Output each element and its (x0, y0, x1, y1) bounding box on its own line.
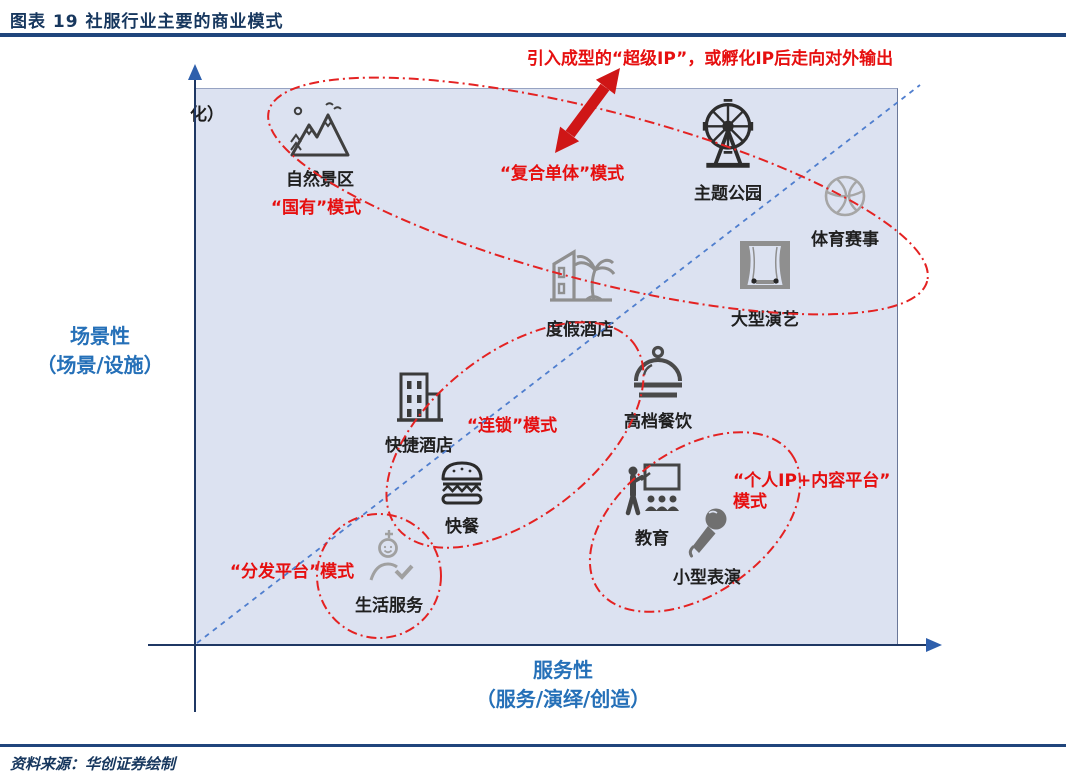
item-natural-scenic-area: 自然景区 (286, 98, 354, 190)
item-label: 体育赛事 (811, 230, 879, 250)
item-fast-food: 快餐 (438, 457, 486, 537)
bottom-divider (0, 744, 1066, 747)
item-label: 主题公园 (694, 184, 762, 204)
y-axis-label-line2: （场景/设施） (36, 353, 164, 377)
microphone-icon (684, 506, 730, 558)
item-resort-hotel: 度假酒店 (542, 240, 618, 340)
item-label: 高档餐饮 (624, 412, 692, 432)
item-label: 快捷酒店 (385, 436, 453, 456)
mode-label-distribution-platform: “分发平台”模式 (229, 562, 355, 582)
basketball-icon (821, 172, 869, 220)
mode-label-state-owned: “国有”模式 (270, 198, 362, 218)
item-express-hotel: 快捷酒店 (385, 368, 453, 456)
y-axis-arrowhead (188, 64, 202, 80)
hotel-building-icon (391, 368, 447, 426)
item-life-services: 生活服务 (355, 528, 423, 616)
item-label: 自然景区 (286, 170, 354, 190)
x-axis-arrowhead (926, 638, 942, 652)
title-divider (0, 33, 1066, 37)
y-axis-label-line1: 场景性 (70, 324, 130, 348)
stage-curtain-icon (734, 230, 796, 300)
x-axis-label-line1: 服务性 (532, 658, 593, 682)
y-axis-label: 场景性 （场景/设施） (36, 322, 163, 380)
item-fine-dining: 高档餐饮 (624, 338, 692, 432)
mode-label-chain: “连锁”模式 (466, 416, 558, 436)
item-label: 教育 (635, 529, 669, 549)
mode-label-personal-ip-line1: “个人IP+内容平台” (733, 471, 891, 491)
mode-label-compound-unit: “复合单体”模式 (499, 164, 625, 184)
person-service-icon (363, 528, 415, 586)
x-axis-label-line2: （服务/演绎/创造） (475, 687, 651, 711)
corner-partial-label: 化） (190, 105, 224, 125)
item-sports-events: 体育赛事 (811, 172, 879, 250)
x-axis-label: 服务性 （服务/演绎/创造） (476, 656, 651, 714)
super-ip-annotation: 引入成型的“超级IP”，或孵化IP后走向对外输出 (526, 49, 894, 69)
cloche-icon (627, 338, 689, 402)
ferris-wheel-icon (693, 96, 763, 174)
mountain-icon (288, 98, 352, 160)
item-label: 小型表演 (673, 568, 741, 588)
item-small-performance: 小型表演 (673, 506, 741, 588)
mode-label-personal-ip-line2: 模式 (733, 492, 767, 512)
burger-icon (438, 457, 486, 507)
item-theme-park: 主题公园 (693, 96, 763, 204)
mode-label-personal-ip: “个人IP+内容平台” 模式 (733, 471, 890, 513)
figure-title: 图表 19 社服行业主要的商业模式 (10, 12, 284, 32)
resort-palm-hotel-icon (542, 240, 618, 310)
source-note: 资料来源：华创证券绘制 (10, 755, 176, 773)
item-label: 度假酒店 (546, 320, 614, 340)
item-label: 快餐 (445, 517, 479, 537)
item-label: 大型演艺 (731, 310, 799, 330)
item-label: 生活服务 (355, 596, 423, 616)
item-large-performance: 大型演艺 (731, 230, 799, 330)
